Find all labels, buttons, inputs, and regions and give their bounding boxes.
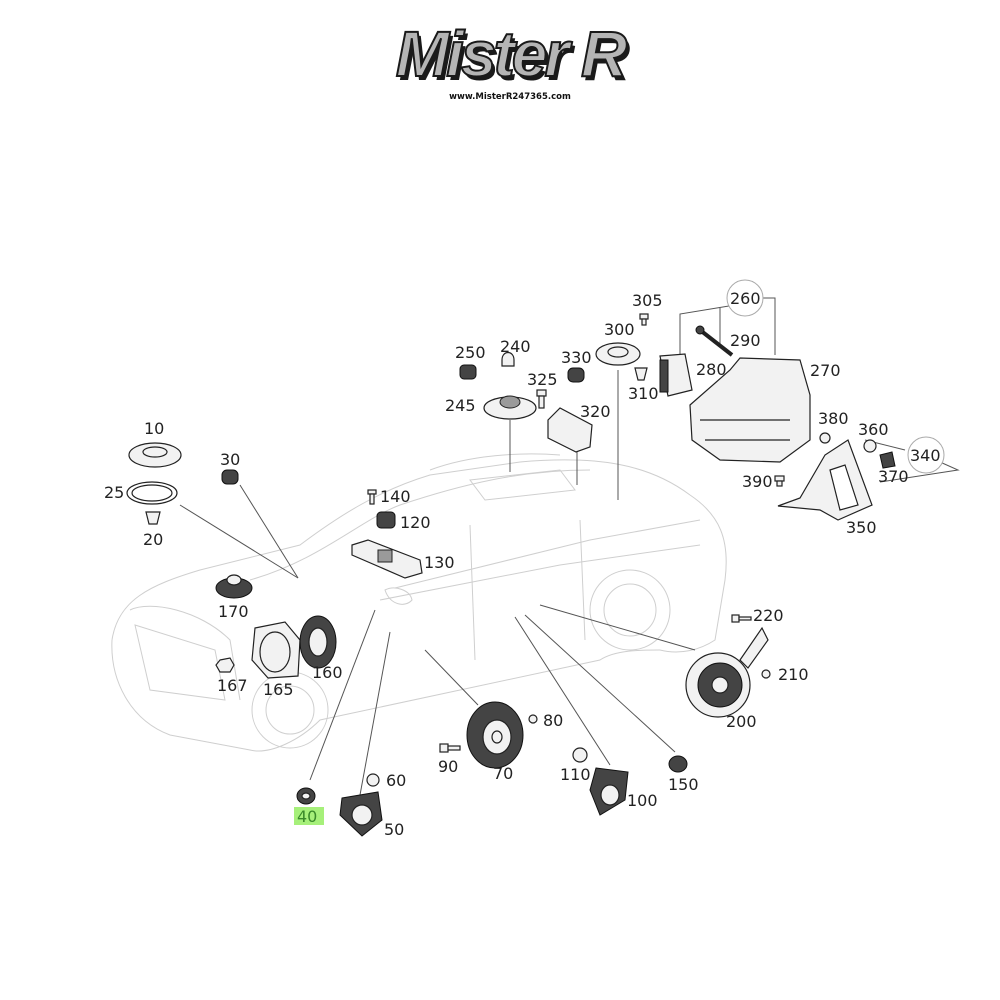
label-260[interactable]: 260 (730, 289, 761, 308)
part-20-clip[interactable] (145, 511, 161, 525)
part-330-nut[interactable] (567, 367, 585, 383)
part-170-speaker[interactable] (215, 574, 253, 599)
part-200-subwoofer[interactable] (685, 626, 769, 718)
part-360-nut[interactable] (863, 439, 877, 453)
part-240-cap[interactable] (501, 351, 515, 367)
label-100[interactable]: 100 (627, 791, 658, 810)
leader-lines (179, 297, 960, 796)
part-140-screw[interactable] (367, 489, 377, 505)
part-350-bracket[interactable] (777, 439, 873, 521)
label-360[interactable]: 360 (858, 420, 889, 439)
label-325[interactable]: 325 (527, 370, 558, 389)
label-240[interactable]: 240 (500, 337, 531, 356)
car-outline (111, 453, 727, 752)
label-150[interactable]: 150 (668, 775, 699, 794)
part-380-bolt[interactable] (819, 432, 831, 444)
part-120-speaker[interactable] (376, 511, 396, 529)
label-167[interactable]: 167 (217, 676, 248, 695)
part-10-speaker[interactable] (128, 442, 182, 468)
label-340[interactable]: 340 (910, 446, 941, 465)
part-280-amplifier[interactable] (659, 353, 693, 397)
part-390-screw[interactable] (774, 475, 785, 487)
label-160[interactable]: 160 (312, 663, 343, 682)
part-220-bolt[interactable] (731, 614, 752, 623)
part-130-bracket[interactable] (351, 539, 423, 579)
part-30-nut[interactable] (221, 469, 239, 485)
label-70[interactable]: 70 (493, 764, 513, 783)
label-130[interactable]: 130 (424, 553, 455, 572)
label-60[interactable]: 60 (386, 771, 406, 790)
logo-brand-name: Mister R (395, 17, 629, 91)
label-390[interactable]: 390 (742, 472, 773, 491)
part-290-bolt[interactable] (695, 325, 734, 357)
part-100-speaker[interactable] (589, 767, 629, 816)
highlight-part-40 (294, 807, 324, 825)
label-25[interactable]: 25 (104, 483, 124, 502)
part-305-screw[interactable] (639, 313, 649, 326)
kit-340-circle (907, 436, 945, 474)
label-120[interactable]: 120 (400, 513, 431, 532)
label-300[interactable]: 300 (604, 320, 635, 339)
part-160-subwoofer[interactable] (299, 615, 337, 669)
label-50[interactable]: 50 (384, 820, 404, 839)
label-90[interactable]: 90 (438, 757, 458, 776)
label-380[interactable]: 380 (818, 409, 849, 428)
label-305[interactable]: 305 (632, 291, 663, 310)
label-370[interactable]: 370 (878, 467, 909, 486)
part-210-screw[interactable] (761, 669, 771, 679)
part-70-woofer[interactable] (466, 701, 524, 769)
part-25-ring[interactable] (126, 481, 178, 505)
brand-logo: Mister R Mister R www.MisterR247365.com (390, 17, 631, 108)
label-80[interactable]: 80 (543, 711, 563, 730)
part-labels: 10 25 20 30 140 120 130 170 160 167 165 … (104, 289, 941, 839)
label-210[interactable]: 210 (778, 665, 809, 684)
kit-260-circle (726, 279, 764, 317)
label-290[interactable]: 290 (730, 331, 761, 350)
part-320-control-unit[interactable] (547, 407, 593, 453)
part-250-nut[interactable] (459, 364, 477, 380)
label-200[interactable]: 200 (726, 712, 757, 731)
label-350[interactable]: 350 (846, 518, 877, 537)
part-60-nut[interactable] (366, 773, 380, 787)
label-330[interactable]: 330 (561, 348, 592, 367)
label-10[interactable]: 10 (144, 419, 164, 438)
part-150-nut[interactable] (668, 755, 688, 773)
part-110-clip[interactable] (572, 747, 588, 763)
label-20[interactable]: 20 (143, 530, 163, 549)
label-30[interactable]: 30 (220, 450, 240, 469)
part-40-nut[interactable] (296, 787, 316, 805)
part-165-housing[interactable] (251, 621, 301, 679)
part-370-clip[interactable] (879, 451, 896, 469)
label-320[interactable]: 320 (580, 402, 611, 421)
label-110[interactable]: 110 (560, 765, 591, 784)
logo-url: www.MisterR247365.com (449, 92, 571, 102)
label-245[interactable]: 245 (445, 396, 476, 415)
label-270[interactable]: 270 (810, 361, 841, 380)
label-250[interactable]: 250 (455, 343, 486, 362)
part-325-bolt[interactable] (536, 389, 547, 409)
part-300-speaker[interactable] (595, 342, 641, 366)
part-245-speaker[interactable] (483, 395, 537, 420)
part-310-clip[interactable] (634, 367, 648, 381)
part-270-bracket[interactable] (689, 357, 811, 463)
label-165[interactable]: 165 (263, 680, 294, 699)
label-170[interactable]: 170 (218, 602, 249, 621)
label-280[interactable]: 280 (696, 360, 727, 379)
logo-shadow: Mister R (398, 22, 631, 94)
label-140[interactable]: 140 (380, 487, 411, 506)
label-220[interactable]: 220 (753, 606, 784, 625)
part-80-screw[interactable] (528, 714, 538, 724)
label-310[interactable]: 310 (628, 384, 659, 403)
label-40[interactable]: 40 (297, 807, 317, 826)
part-90-bolt[interactable] (439, 743, 461, 753)
part-167-nut[interactable] (215, 657, 235, 673)
part-50-speaker[interactable] (339, 791, 383, 837)
